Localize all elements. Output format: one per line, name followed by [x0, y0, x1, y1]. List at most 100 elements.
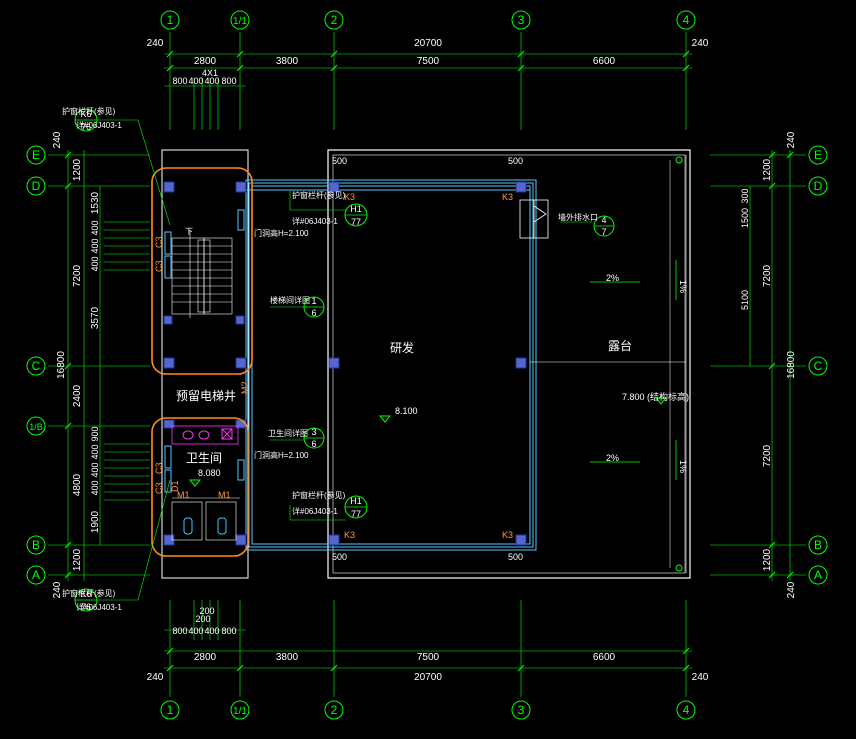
vertical-dimension-text: 16800 240 1200 7200 2400 4800 1200 240 1… [52, 131, 797, 598]
dim-top-span: 2800 [194, 56, 217, 67]
bubble-texts: K6 76 K6 76 H1 77 H1 77 1 6 3 6 4 7 [80, 109, 606, 612]
bubble-dividers [75, 119, 614, 601]
opening-texts: 500 500 500 500 [332, 156, 523, 562]
dim-bottom-detail: 400 [188, 626, 203, 636]
slope-label: 1% [678, 280, 688, 293]
dim-edge: 240 [692, 672, 709, 683]
window-k3: K3 [344, 192, 355, 202]
detail-extensions [104, 78, 219, 640]
dim-left-detail: 3570 [90, 306, 101, 329]
railing-ref: 详#06J403-1 [76, 602, 122, 612]
stair-detail-label: 楼梯间详图 [270, 295, 310, 305]
axis-label: 2 [331, 13, 338, 27]
dim-edge: 240 [786, 581, 797, 598]
dim-left-total: 16800 [56, 351, 67, 379]
railing-sym: 76 [81, 122, 91, 132]
d1-mark: D1 [170, 480, 180, 492]
dim-bottom-span: 7500 [417, 652, 440, 663]
opening-500: 500 [332, 156, 347, 166]
axis-label: 1/B [29, 422, 43, 432]
leader-lines [98, 119, 592, 601]
window-ref: H1 [350, 204, 362, 214]
stair [171, 230, 233, 318]
dim-edge: 240 [786, 131, 797, 148]
dim-top-detail: 800 [221, 76, 236, 86]
door-note: 门洞高H=2.100 [254, 228, 309, 238]
drain-icon [675, 564, 683, 572]
axis-bubble-3 [511, 10, 531, 30]
window-ref: 77 [351, 509, 361, 519]
stair-windows [164, 209, 245, 493]
dim-edge: 240 [147, 672, 164, 683]
dim-left-span: 7200 [72, 264, 83, 287]
axis-label: B [814, 538, 822, 552]
dim-bottom-span: 6600 [593, 652, 616, 663]
axis-label: B [32, 538, 40, 552]
axis-label: 4 [683, 13, 690, 27]
dim-right-total: 16800 [786, 351, 797, 379]
opening-500: 500 [332, 552, 347, 562]
dim-left-repeat: 400 [90, 220, 100, 235]
railing-label: 护窗栏杆(参见) [62, 588, 116, 598]
dim-left-span: 4800 [72, 473, 83, 496]
slope-arrows [590, 260, 677, 480]
dim-top-span: 7500 [417, 56, 440, 67]
dim-bottom-detail: 400 [204, 626, 219, 636]
c-mark: C3 [154, 482, 164, 494]
dim-top-sub: 4X1 [202, 68, 218, 78]
room-name-restroom: 卫生间 [186, 451, 222, 465]
railing-sym: K6 [80, 109, 91, 119]
dim-bottom-detail: 800 [172, 626, 187, 636]
railing-label: 护窗栏杆(参见) [62, 106, 116, 116]
dim-bottom-total: 20700 [414, 672, 442, 683]
dim-left-detail: 1530 [90, 191, 101, 214]
dim-right-span: 1200 [762, 548, 773, 571]
window-k3: K3 [344, 530, 355, 540]
axis-label: E [814, 148, 822, 162]
dim-top-detail: 800 [172, 76, 187, 86]
dim-top-span: 3800 [276, 56, 299, 67]
dim-edge: 240 [52, 581, 63, 598]
door-m1: M1 [218, 490, 231, 500]
level-labels: 8.100 8.080 7.800 (结构标高) 2% 2% 1% 1% [198, 273, 689, 478]
terrace-door [519, 199, 549, 239]
railing-ref: 详#06J403-1 [76, 120, 122, 130]
dim-right-span: 7200 [762, 264, 773, 287]
axis-label: C [814, 359, 823, 373]
dim-bottom-detail: 800 [221, 626, 236, 636]
dim-left-detail: 900 [90, 426, 100, 441]
dim-left-span: 1200 [72, 158, 83, 181]
toilet-num: 3 [311, 427, 316, 437]
axis-label: 3 [518, 13, 525, 27]
window-ref: 77 [351, 217, 361, 227]
dim-bottom-sub: 200 [199, 606, 214, 616]
toilet-detail-label: 卫生间详图 [268, 428, 308, 438]
dim-left-detail: 1900 [90, 510, 101, 533]
highlight-outlines [151, 167, 253, 557]
axis-label: D [32, 179, 41, 193]
opening-500: 500 [508, 156, 523, 166]
dim-edge: 240 [147, 38, 164, 49]
dim-right-span: 1200 [762, 158, 773, 181]
dim-edge: 240 [52, 131, 63, 148]
room-labels: 研发 露台 预留电梯井 卫生间 [176, 338, 632, 465]
dimension-text: 20700 240 240 2800 3800 7500 6600 4X1 80… [147, 38, 709, 683]
window-ref: H1 [350, 496, 362, 506]
dim-left-repeat: 400 [90, 238, 100, 253]
slope-label: 2% [606, 273, 619, 283]
axis-bubble-1 [160, 10, 180, 30]
columns [163, 181, 527, 546]
roof-outlet-label: 墙外排水口 [558, 212, 598, 222]
slope-label: 2% [606, 453, 619, 463]
slope-label: 1% [678, 460, 688, 473]
c-mark: C3 [154, 236, 164, 248]
dim-left-repeat: 400 [90, 256, 100, 271]
dim-left-repeat: 400 [90, 444, 100, 459]
axis-bubble-1-1 [230, 10, 250, 30]
dim-left-span: 1200 [72, 548, 83, 571]
dim-left-span: 2400 [72, 384, 83, 407]
stair-num: 1 [311, 296, 316, 306]
roof-num: 4 [601, 215, 606, 225]
door-note: 门洞高H=2.100 [254, 450, 309, 460]
